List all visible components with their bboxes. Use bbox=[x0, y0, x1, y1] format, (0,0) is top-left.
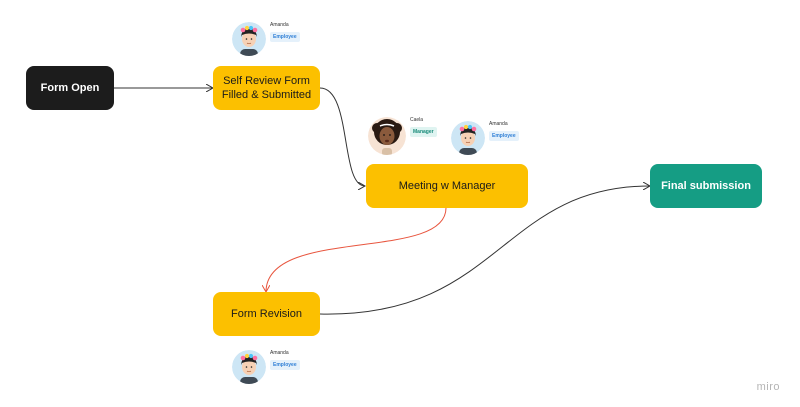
role-badge: Employee bbox=[489, 131, 519, 141]
miro-watermark: miro bbox=[756, 381, 780, 393]
assignee-caela[interactable]: Caela Manager bbox=[368, 117, 437, 155]
node-self-review[interactable]: Self Review Form Filled & Submitted bbox=[213, 66, 320, 110]
person-name: Caela bbox=[410, 117, 424, 123]
node-form-open[interactable]: Form Open bbox=[26, 66, 114, 110]
node-self-review-label: Self Review Form Filled & Submitted bbox=[221, 75, 312, 101]
avatar bbox=[232, 22, 266, 56]
avatar bbox=[451, 121, 485, 155]
node-final-submission[interactable]: Final submission bbox=[650, 164, 762, 208]
node-meeting[interactable]: Meeting w Manager bbox=[366, 164, 528, 208]
person-name: Amanda bbox=[270, 22, 289, 28]
assignee-amanda-top[interactable]: Amanda Employee bbox=[232, 22, 300, 56]
avatar bbox=[368, 117, 406, 155]
connector-meeting-to-revision[interactable] bbox=[266, 207, 447, 292]
role-badge: Manager bbox=[410, 127, 437, 137]
assignee-amanda-mid[interactable]: Amanda Employee bbox=[451, 121, 519, 155]
role-badge: Employee bbox=[270, 360, 300, 370]
node-form-revision-label: Form Revision bbox=[231, 308, 302, 320]
node-final-submission-label: Final submission bbox=[661, 180, 751, 192]
connector-review-to-meeting[interactable] bbox=[319, 87, 365, 186]
node-form-revision[interactable]: Form Revision bbox=[213, 292, 320, 336]
assignee-amanda-bottom[interactable]: Amanda Employee bbox=[232, 350, 300, 384]
node-form-open-label: Form Open bbox=[40, 82, 100, 94]
person-name: Amanda bbox=[270, 350, 289, 356]
role-badge: Employee bbox=[270, 32, 300, 42]
connector-revision-to-final[interactable] bbox=[319, 186, 650, 315]
person-name: Amanda bbox=[489, 121, 508, 127]
avatar bbox=[232, 350, 266, 384]
node-meeting-label: Meeting w Manager bbox=[398, 180, 496, 192]
